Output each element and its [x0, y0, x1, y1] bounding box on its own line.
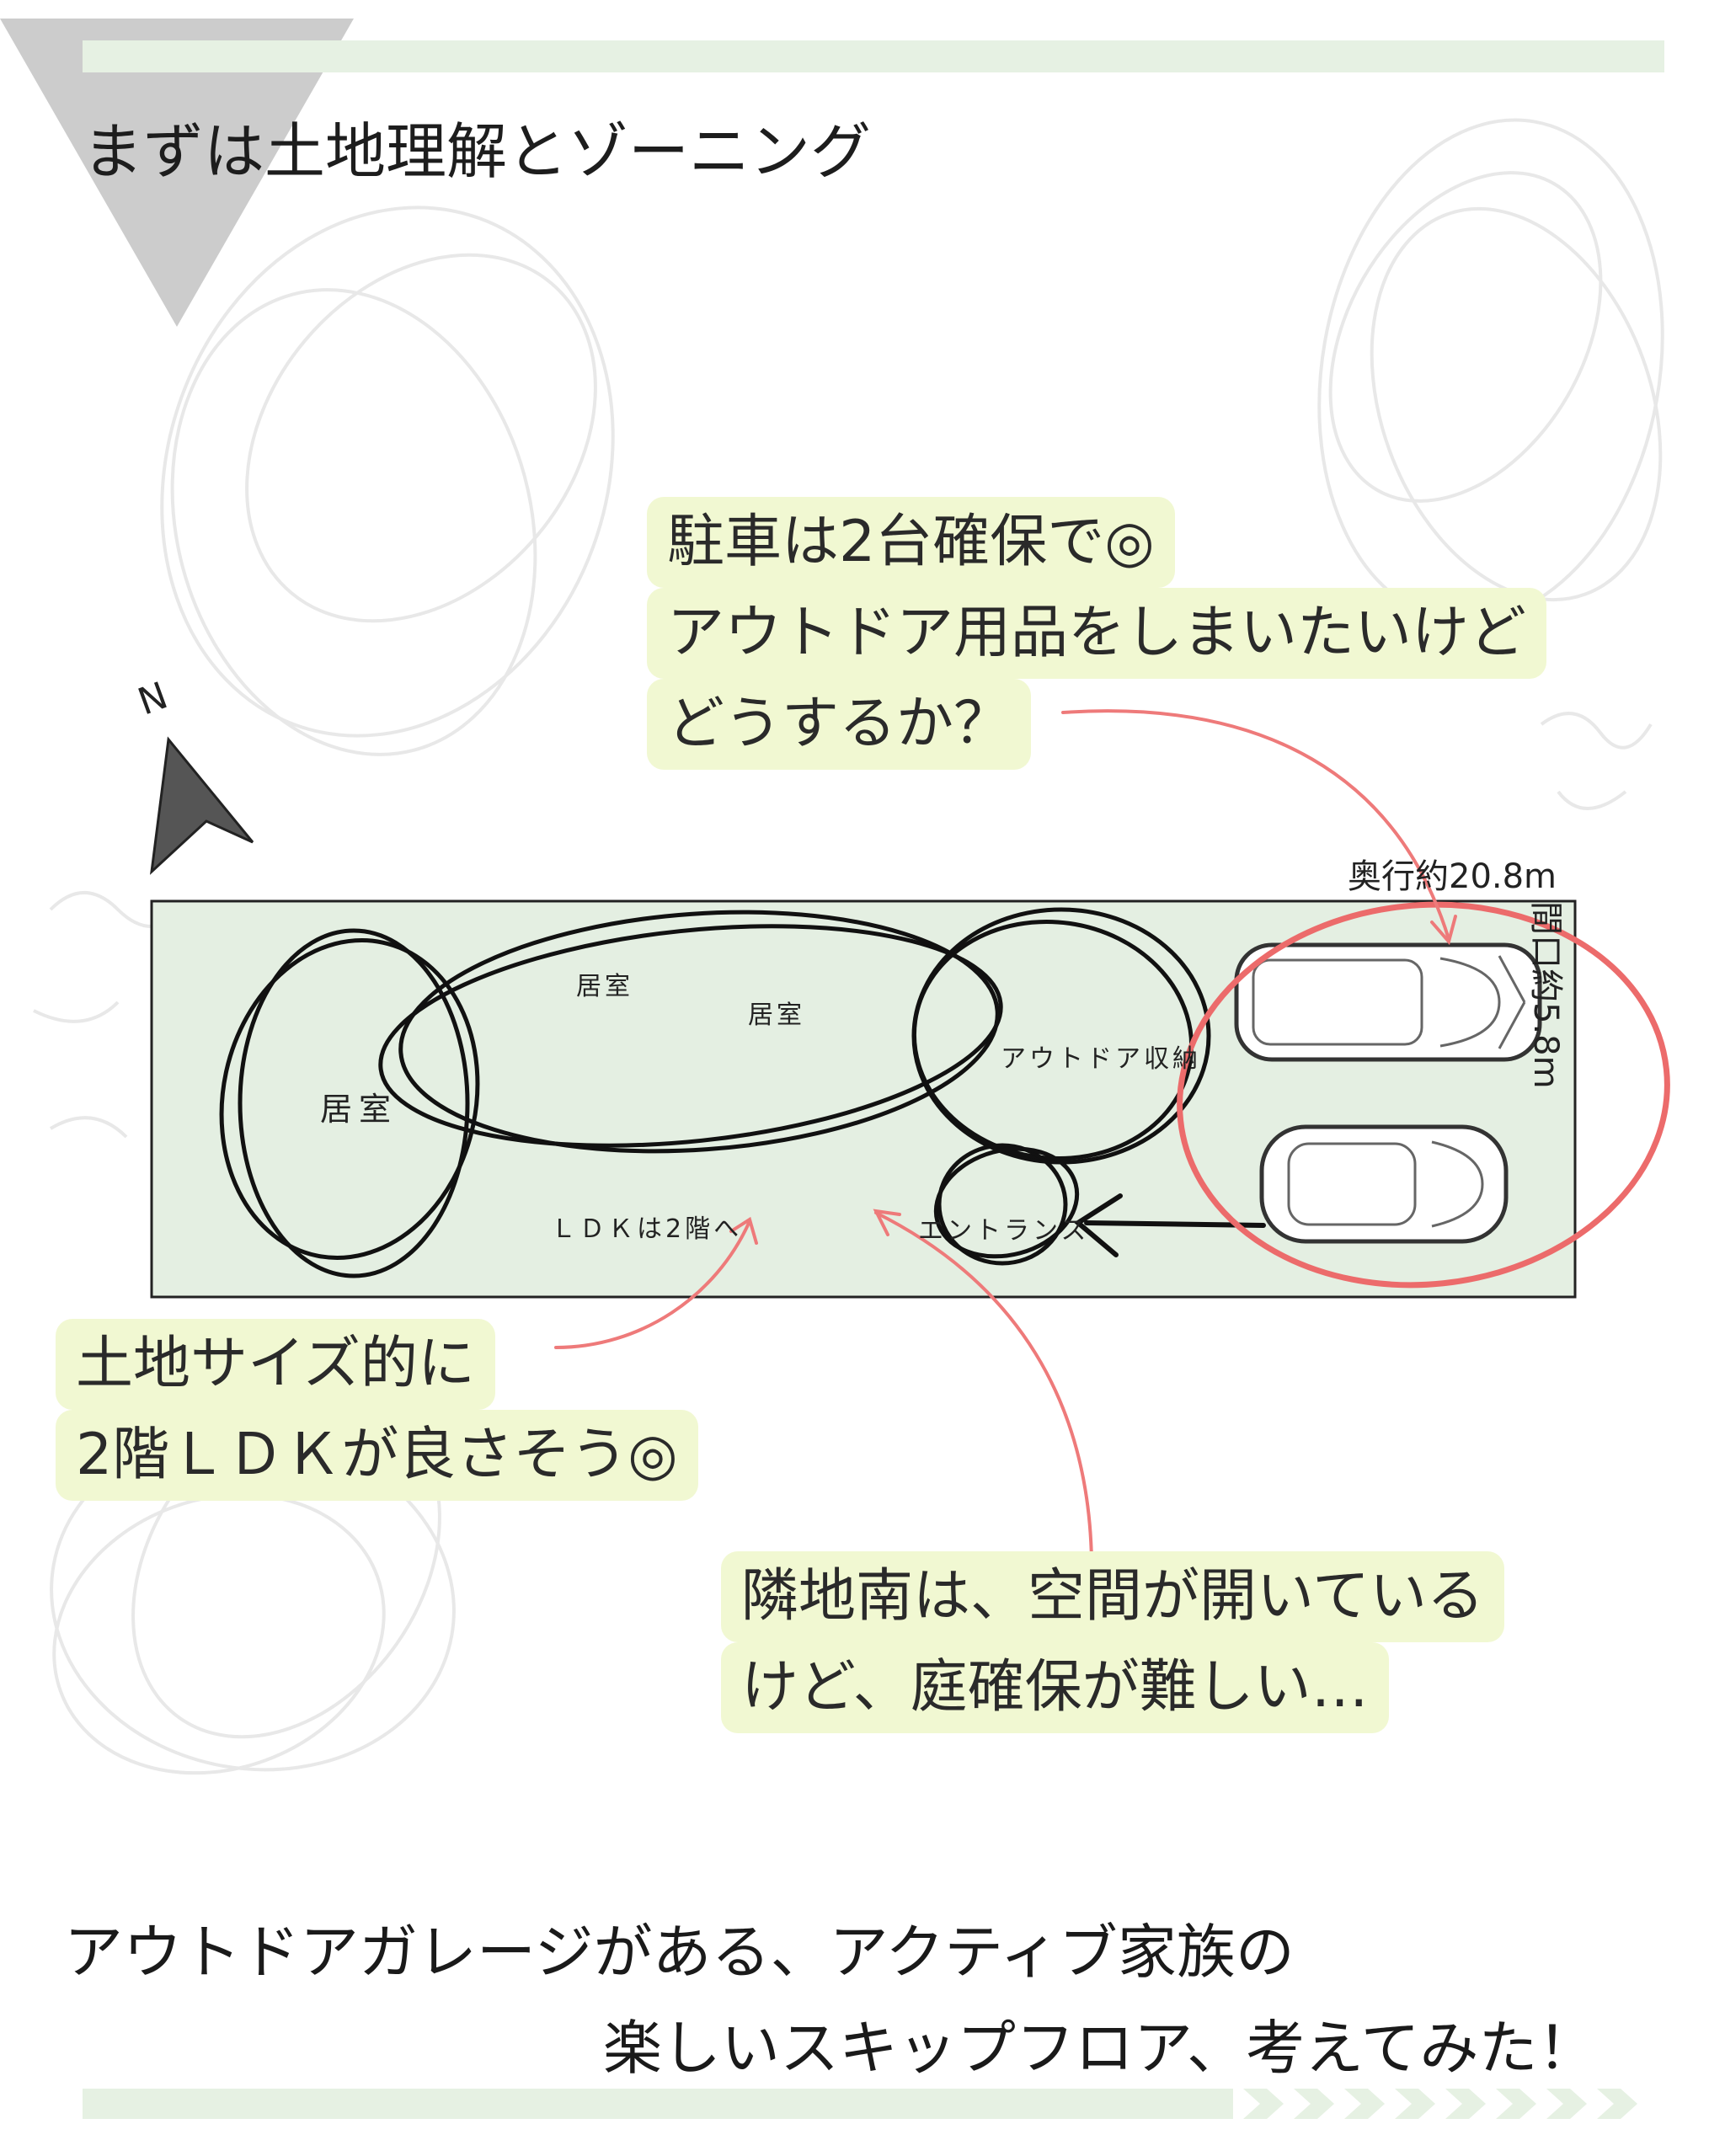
top-band	[83, 40, 1664, 72]
car-top-icon	[1234, 942, 1542, 1062]
note-parking: 駐車は2台確保で◎ アウトドア用品をしまいたいけど どうするか？	[647, 497, 1547, 770]
note-parking-line: 駐車は2台確保で◎	[647, 497, 1175, 588]
note-neighbor: 隣地南は、空間が開いている けど、庭確保が難しい…	[721, 1551, 1504, 1733]
footer-line-2: 楽しいスキップフロア、考えてみた！	[603, 2014, 1597, 2083]
compass-icon	[149, 736, 254, 875]
note-land: 土地サイズ的に 2階ＬＤＫが良さそう◎	[56, 1319, 698, 1501]
zone-label-room-center-2: 居室	[748, 1001, 805, 1030]
note-neighbor-line: 隣地南は、空間が開いている	[721, 1551, 1504, 1642]
note-land-line: 2階ＬＤＫが良さそう◎	[56, 1410, 698, 1501]
zone-label-room-center-1: 居室	[576, 972, 633, 1001]
site-frontage-label: 間口約5.8m	[1526, 901, 1565, 1089]
note-parking-line: アウトドア用品をしまいたいけど	[647, 588, 1547, 679]
zone-entrance	[937, 1143, 1068, 1266]
page-title: まずは土地理解とゾーニング	[83, 116, 872, 187]
zone-room-left	[238, 928, 470, 1278]
note-land-line: 土地サイズ的に	[56, 1319, 495, 1410]
zone-label-ldk: ＬＤＫは2階へ	[551, 1214, 743, 1244]
site-depth-label: 奥行約20.8m	[1348, 857, 1557, 896]
parking-circle	[1177, 901, 1670, 1289]
pointer-arrows	[554, 709, 1457, 1583]
note-parking-line: どうするか？	[647, 679, 1032, 770]
car-bottom-icon	[1259, 1124, 1509, 1244]
zone-label-entrance: エントランス	[918, 1216, 1090, 1246]
bottom-band	[83, 2089, 1233, 2119]
note-neighbor-line: けど、庭確保が難しい…	[721, 1642, 1389, 1733]
zone-label-outdoor-storage: アウトドア収納	[1001, 1044, 1201, 1074]
zone-rooms-center	[378, 924, 1003, 1148]
zone-loops	[219, 907, 1211, 1278]
corner-triangle	[0, 19, 354, 327]
bottom-chevrons	[1243, 2089, 1637, 2119]
footer-line-1: アウトドアガレージがある、アクティブ家族の	[64, 1918, 1295, 1987]
zone-label-room-left: 居室	[320, 1091, 398, 1128]
compass-label: N	[132, 674, 173, 723]
